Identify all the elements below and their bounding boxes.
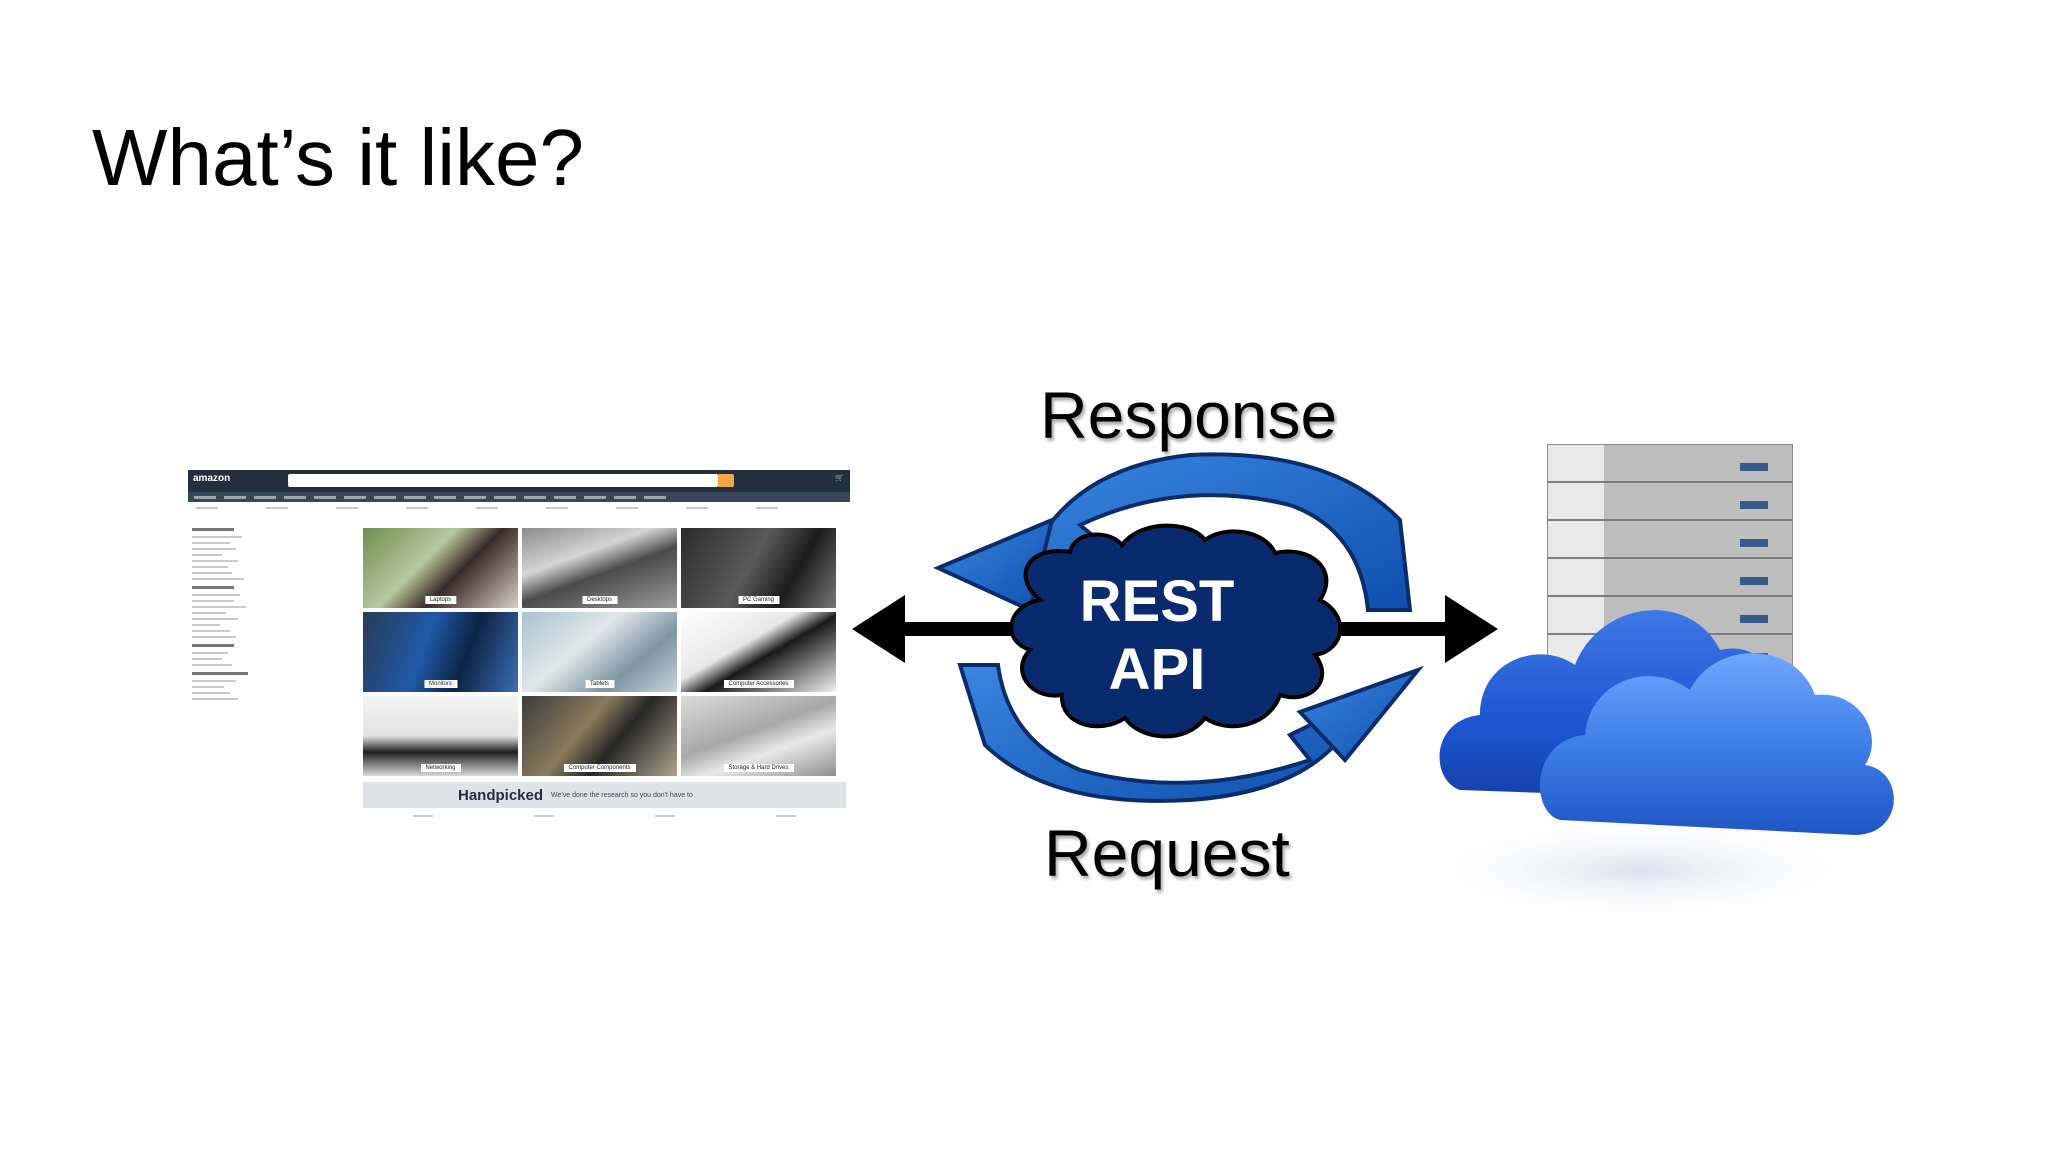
site-product-grid: Laptops Desktops PC Gaming Monitors Tabl… [363, 528, 846, 776]
tile-label: Computer Components [563, 764, 636, 772]
request-arrow [957, 663, 1425, 803]
tile-computer-accessories: Computer Accessories [681, 612, 836, 692]
tile-monitors: Monitors [363, 612, 518, 692]
api-line-2: API [1108, 637, 1206, 702]
tile-desktops: Desktops [522, 528, 677, 608]
response-label: Response [1040, 378, 1338, 452]
site-logo: amazon [193, 473, 231, 484]
tile-laptops: Laptops [363, 528, 518, 608]
search-icon [718, 474, 734, 487]
tile-label: Tablets [584, 680, 615, 688]
api-line-1: REST [1079, 569, 1235, 634]
tile-label: Monitors [423, 680, 458, 688]
tile-pc-gaming: PC Gaming [681, 528, 836, 608]
slide-title: What’s it like? [92, 113, 585, 202]
site-sidebar [192, 522, 282, 704]
tile-label: Computer Accessories [723, 680, 794, 688]
site-navbar: amazon 🛒 [188, 470, 850, 492]
site-category-row [188, 502, 850, 514]
request-label: Request [1044, 816, 1290, 890]
site-subnav [188, 492, 850, 502]
site-search-box [288, 474, 718, 487]
banner-subtitle: We've done the research so you don't hav… [551, 791, 693, 799]
tile-label: PC Gaming [737, 596, 780, 604]
tile-storage: Storage & Hard Drives [681, 696, 836, 776]
right-black-arrow [1322, 595, 1498, 663]
tile-tablets: Tablets [522, 612, 677, 692]
tile-label: Desktops [581, 596, 618, 604]
api-cloud-shape [1009, 523, 1342, 739]
tile-label: Laptops [424, 596, 457, 604]
rest-api-label: REST API [1012, 568, 1302, 704]
banner-title: Handpicked [458, 786, 544, 804]
site-footer-row [363, 815, 846, 817]
tile-label: Networking [420, 764, 461, 772]
site-banner: Handpicked We've done the research so yo… [363, 782, 846, 808]
tile-computer-components: Computer Components [522, 696, 677, 776]
cloud-icon [1439, 610, 1894, 835]
tile-networking: Networking [363, 696, 518, 776]
tile-label: Storage & Hard Drives [723, 764, 794, 772]
website-screenshot: amazon 🛒 Laptops Desktops PC [188, 470, 850, 840]
cart-icon: 🛒 [835, 475, 844, 482]
left-black-arrow [852, 595, 1042, 663]
